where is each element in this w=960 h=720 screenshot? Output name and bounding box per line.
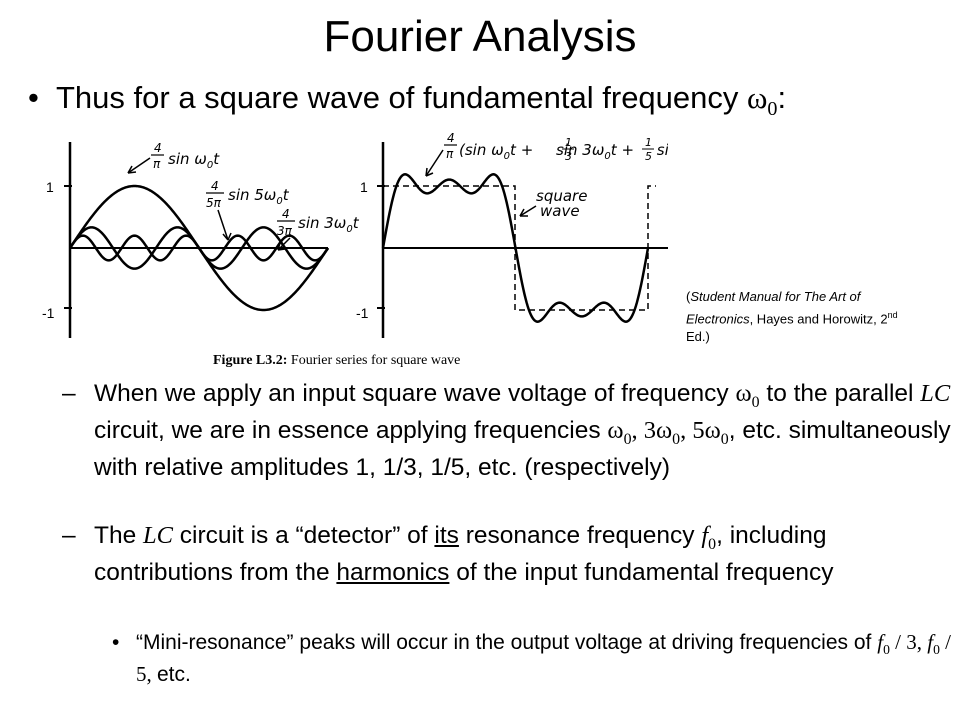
right-tick-label-1: 1 bbox=[360, 179, 368, 195]
left-arrow-1 bbox=[127, 157, 151, 174]
omega-symbol: ω bbox=[747, 80, 768, 115]
right-arrow-1 bbox=[425, 149, 444, 177]
right-arrow-2 bbox=[519, 205, 537, 217]
left-sin5-label: sin 5ω0t bbox=[228, 186, 290, 207]
fourier-figure: 1 -1 4 π sin ω0t 4 5π sin 5ω0t 4 3π sin … bbox=[42, 131, 668, 368]
sub-bullet-text: “Mini-resonance” peaks will occur in the… bbox=[136, 630, 951, 687]
left-fifth-harmonic-curve bbox=[68, 234, 330, 262]
left-tick-label-1: 1 bbox=[46, 179, 54, 195]
left-frac2-den: 5π bbox=[206, 196, 222, 210]
dash-text: When we apply an input square wave volta… bbox=[94, 380, 951, 481]
omega-subscript: 0 bbox=[767, 98, 778, 121]
bullet-square-wave: • Thus for a square wave of fundamental f… bbox=[28, 80, 786, 121]
dash-mark: – bbox=[62, 522, 76, 549]
left-arrow-2 bbox=[217, 209, 229, 241]
dash-mark: – bbox=[62, 380, 76, 407]
bullet-colon: : bbox=[777, 80, 787, 115]
square-wave-dashed bbox=[383, 185, 656, 311]
left-sin-label: sin ω0t bbox=[168, 150, 220, 171]
left-sin3-label: sin 3ω0t bbox=[298, 214, 360, 235]
sub-bullet-dot: • bbox=[112, 631, 120, 654]
left-frac3-den: 3π bbox=[277, 224, 293, 238]
fifth-frac-num: 1 bbox=[645, 136, 652, 149]
slide-title: Fourier Analysis bbox=[323, 12, 637, 61]
left-arrow-3 bbox=[277, 237, 291, 251]
bullet-dot: • bbox=[28, 80, 39, 115]
square-label-1: square bbox=[536, 187, 587, 205]
square-label-2: wave bbox=[540, 202, 580, 220]
dash-item-lc-detector: – The LC circuit is a “detector” of its … bbox=[62, 522, 954, 587]
figure-credit: (Student Manual for The Art of Electroni… bbox=[686, 289, 898, 345]
underlined-harmonics: harmonics bbox=[336, 558, 450, 586]
sub-bullet-mini-resonance: • “Mini-resonance” peaks will occur in t… bbox=[112, 630, 956, 687]
dash-text: The LC circuit is a “detector” of its re… bbox=[94, 522, 834, 586]
fourier-sum-curve bbox=[381, 173, 650, 323]
left-tick-label-m1: -1 bbox=[42, 305, 55, 321]
left-frac2-num: 4 bbox=[211, 179, 219, 193]
left-frac-num: 4 bbox=[154, 141, 162, 155]
credit-book-title: Student Manual for The Art of Electronic… bbox=[686, 289, 861, 327]
figure-caption: Figure L3.2: Fourier series for square w… bbox=[213, 353, 460, 368]
fifth-frac-den: 5 bbox=[645, 150, 652, 163]
right-tick-label-m1: -1 bbox=[356, 305, 369, 321]
right-frac-den: π bbox=[446, 147, 454, 161]
right-expression: (sin ω0t + sin 3ω0t + sin 5ω0t) bbox=[459, 141, 668, 162]
underlined-its: its bbox=[434, 522, 459, 549]
dash-item-input-square-wave: – When we apply an input square wave vol… bbox=[62, 380, 954, 482]
left-frac3-num: 4 bbox=[282, 207, 290, 221]
bullet-text: Thus for a square wave of fundamental fr… bbox=[56, 80, 748, 115]
right-frac-num: 4 bbox=[447, 131, 455, 145]
third-frac-num: 1 bbox=[565, 136, 572, 149]
third-frac-den: 3 bbox=[565, 150, 572, 163]
left-frac-den: π bbox=[153, 157, 161, 171]
